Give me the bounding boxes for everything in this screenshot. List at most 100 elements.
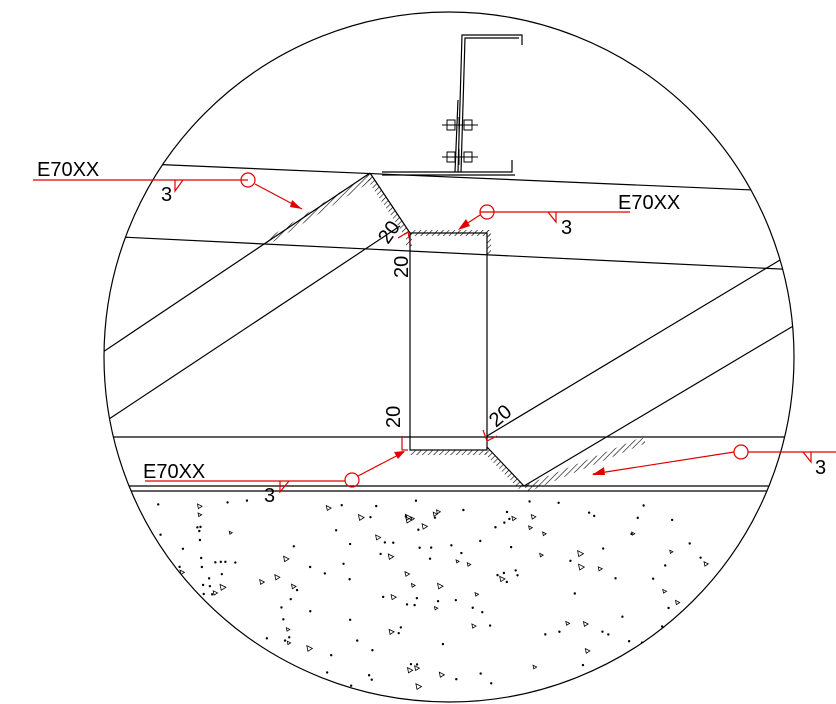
aggregate-mark [433,605,439,611]
aggregate-mark [421,523,429,530]
aggregate-dot [198,529,201,533]
aggregate-dot [148,591,152,594]
aggregate-dot [544,633,547,636]
dimension-marker-bottom-left [401,436,408,451]
aggregate-dot [356,639,359,642]
aggregate-mark [196,503,203,510]
top-chord-top-edge [104,161,794,193]
weld-electrode-label: E70XX [618,192,680,214]
aggregate-dot [369,515,372,519]
aggregate-mark [436,582,444,590]
aggregate-mark [723,624,729,630]
aggregate-mark [511,515,517,522]
aggregate-dot [627,640,631,643]
detail-circle [103,11,795,703]
aggregate-dot [178,565,181,569]
aggregate-dot [219,560,222,564]
aggregate-mark [438,671,446,678]
aggregate-dot [148,584,152,587]
aggregate-dot [706,614,709,617]
aggregate-mark [471,623,477,629]
aggregate-dot [621,615,624,618]
aggregate-mark [631,659,637,665]
aggregate-dot [660,625,664,628]
aggregate-dot [280,606,283,609]
aggregate-dot [699,556,702,559]
aggregate-dot [381,595,385,599]
aggregate-dot [375,504,378,508]
aggregate-mark [542,531,548,537]
dimension-marker-top [397,231,411,243]
aggregate-mark [435,509,442,515]
aggregate-dot [636,687,640,691]
aggregate-dot [159,557,163,561]
aggregate-dot [630,532,633,536]
aggregate-dot [569,559,572,562]
aggregate-mark [582,620,589,627]
aggregate-mark [499,575,506,583]
weld-size-label: 3 [561,217,572,239]
tube-top-right-weld [487,230,491,254]
aggregate-dot [436,599,440,603]
aggregate-mark [539,552,545,558]
aggregate-dot [183,639,187,643]
aggregate-dot [265,637,269,640]
aggregate-mark [179,569,186,576]
aggregate-mark [219,670,226,677]
aggregate-dot [156,545,159,548]
aggregate-dot [505,580,509,584]
aggregate-dot [383,541,387,544]
aggregate-dot [348,542,352,546]
aggregate-dot [557,501,560,504]
aggregate-dot [405,603,409,606]
aggregate-dot [202,592,205,596]
dimension-label: 20 [485,401,516,432]
aggregate-dot [455,677,458,681]
bolt-icon [442,117,478,133]
aggregate-dot [674,630,677,633]
aggregate-dot [201,583,205,587]
aggregate-dot [636,516,639,520]
aggregate-mark [606,673,613,680]
aggregate-mark [153,567,160,574]
concrete-fill [148,499,731,691]
aggregate-mark [597,566,604,572]
aggregate-dot [528,500,531,503]
aggregate-dot [157,503,160,506]
aggregate-dot [404,515,408,518]
aggregate-mark [584,647,591,654]
right-diagonal-lower [523,321,794,487]
aggregate-mark [178,677,186,685]
aggregate-dot [428,557,432,560]
dimension-label: 20 [383,406,405,428]
weld-symbol-bottom-left [145,451,405,494]
aggregate-dot [245,499,249,502]
dimension-marker-bottom-right [482,429,498,442]
right-web-end-weld [483,447,524,490]
aggregate-dot [348,618,352,621]
aggregate-dot [462,508,465,512]
aggregate-dot [399,626,403,629]
aggregate-dot [665,626,668,629]
dimension-label: 20 [391,256,413,278]
aggregate-dot [587,511,591,514]
aggregate-mark [286,640,292,646]
aggregate-mark [325,504,332,512]
aggregate-dot [651,577,655,580]
bolt-icon [442,149,478,165]
left-web-end-weld [366,173,410,235]
aggregate-dot [481,610,484,614]
aggregate-dot [494,526,497,529]
left-diagonal-upper [104,225,401,426]
aggregate-mark [259,578,266,585]
aggregate-mark [195,666,202,673]
aggregate-mark [455,559,460,564]
aggregate-dot [509,545,513,549]
aggregate-dot [208,584,212,588]
aggregate-dot [414,499,418,502]
aggregate-mark [466,562,472,567]
aggregate-mark [285,626,291,632]
aggregate-dot [200,556,203,560]
aggregate-dot [225,633,228,636]
aggregate-dot [573,592,577,595]
